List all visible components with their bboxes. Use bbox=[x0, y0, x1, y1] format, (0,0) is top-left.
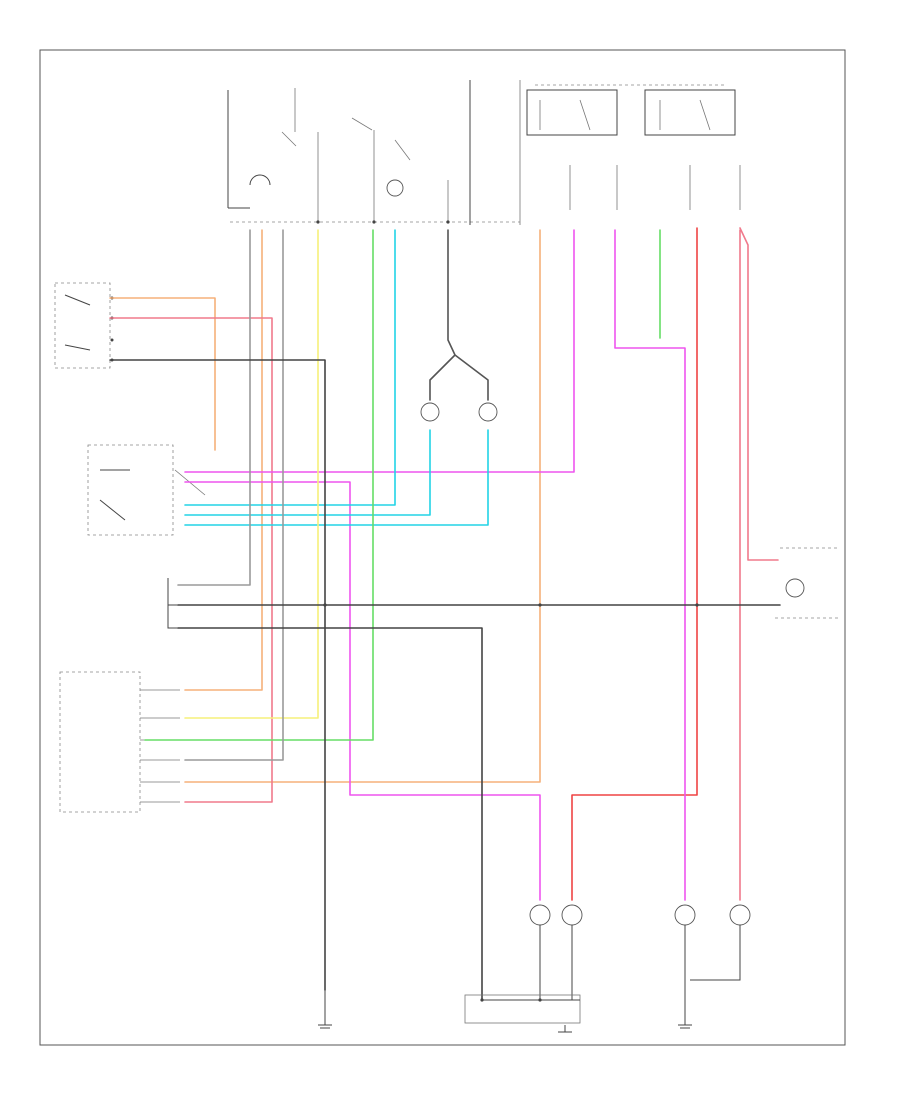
wire-cyan-1 bbox=[184, 229, 396, 506]
wire-magenta-upper bbox=[184, 229, 575, 473]
wire-pink-dimmer bbox=[109, 317, 273, 803]
wire-black-lower bbox=[177, 627, 483, 1001]
fuse-block-top bbox=[227, 80, 521, 225]
wire-black-splice bbox=[429, 229, 489, 401]
wire-orange-upper bbox=[109, 229, 263, 691]
wire-cyan-3 bbox=[184, 429, 489, 526]
ground-symbol-middle bbox=[558, 1025, 572, 1033]
wire-black-ground bbox=[109, 359, 326, 991]
diagram-border bbox=[39, 49, 846, 1046]
wire-gray-1 bbox=[177, 229, 251, 586]
wire-pink-far-right bbox=[739, 227, 779, 901]
ground-symbol-right bbox=[678, 1024, 692, 1029]
headlamps-bottom bbox=[464, 904, 751, 1025]
wire-orange-right bbox=[184, 229, 541, 783]
light-control-module bbox=[59, 671, 180, 813]
wire-magenta-right bbox=[614, 229, 686, 901]
indicator-lamp-right bbox=[775, 547, 840, 619]
ground-bus-left bbox=[167, 578, 178, 629]
relay-box-top-right bbox=[526, 84, 741, 210]
indicator-lamp-top bbox=[386, 179, 404, 197]
ground-symbol-left bbox=[318, 990, 332, 1029]
wire-red-right bbox=[571, 227, 698, 901]
wire-green-left bbox=[144, 229, 374, 741]
wire-yellow bbox=[184, 229, 319, 719]
wire-cyan-2 bbox=[184, 429, 431, 516]
headlamp-dimmer-switch bbox=[54, 282, 114, 369]
park-lamps-middle bbox=[420, 402, 498, 422]
splice-points bbox=[316, 220, 699, 1002]
wire-gray-2 bbox=[184, 229, 284, 761]
headlamp-switch bbox=[87, 444, 206, 536]
wire-magenta-lower bbox=[184, 481, 541, 901]
